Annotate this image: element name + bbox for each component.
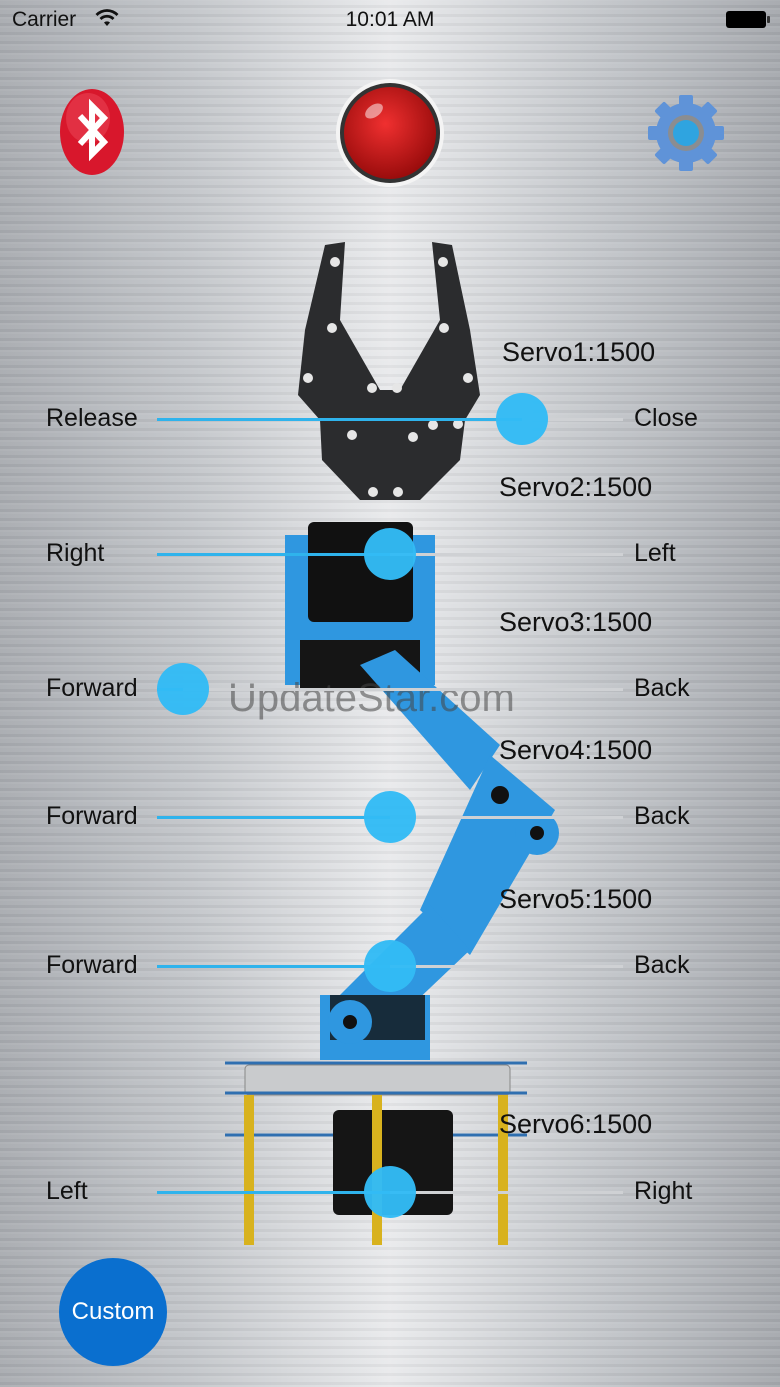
- slider-fill: [157, 816, 390, 819]
- servo-value-label: Servo1:1500: [502, 337, 656, 367]
- slider-min-label: Forward: [46, 802, 138, 830]
- slider-thumb[interactable]: [364, 940, 416, 992]
- slider-min-label: Release: [46, 404, 138, 432]
- slider-fill: [157, 418, 523, 421]
- slider-max-label: Close: [634, 404, 698, 432]
- slider-fill: [157, 965, 390, 968]
- servo-slider[interactable]: [157, 1166, 623, 1218]
- servo-value-label: Servo3:1500: [499, 607, 653, 637]
- slider-fill: [157, 1191, 390, 1194]
- servo-slider[interactable]: [157, 393, 623, 445]
- servo-value-label: Servo6:1500: [499, 1109, 653, 1139]
- slider-max-label: Back: [634, 674, 690, 702]
- slider-max-label: Right: [634, 1177, 693, 1205]
- slider-thumb[interactable]: [364, 528, 416, 580]
- slider-thumb[interactable]: [364, 1166, 416, 1218]
- servo-slider[interactable]: [157, 940, 623, 992]
- slider-thumb[interactable]: [496, 393, 549, 445]
- servo-slider[interactable]: [157, 528, 623, 580]
- carrier-label: Carrier: [12, 8, 77, 31]
- slider-min-label: Forward: [46, 674, 138, 702]
- battery-icon: [726, 11, 770, 28]
- clock: 10:01 AM: [345, 8, 435, 31]
- slider-fill: [157, 553, 390, 556]
- slider-max-label: Back: [634, 802, 690, 830]
- slider-max-label: Left: [634, 539, 676, 567]
- servo-slider[interactable]: [157, 791, 623, 843]
- slider-thumb[interactable]: [364, 791, 416, 843]
- servo-value-label: Servo2:1500: [499, 472, 653, 502]
- servo-value-label: Servo5:1500: [499, 884, 653, 914]
- custom-button[interactable]: Custom: [59, 1258, 167, 1366]
- bluetooth-icon[interactable]: [58, 88, 128, 176]
- record-button[interactable]: [334, 77, 446, 189]
- slider-max-label: Back: [634, 951, 690, 979]
- wifi-icon: [95, 9, 119, 26]
- slider-min-label: Left: [46, 1177, 88, 1205]
- status-bar: Carrier 10:01 AM: [0, 0, 780, 40]
- slider-thumb[interactable]: [157, 663, 209, 715]
- servo-value-label: Servo4:1500: [499, 735, 653, 765]
- slider-min-label: Forward: [46, 951, 138, 979]
- servo-slider[interactable]: [157, 663, 623, 715]
- watermark: UpdateStar.com: [228, 676, 515, 720]
- gear-icon[interactable]: [645, 93, 727, 173]
- slider-min-label: Right: [46, 539, 105, 567]
